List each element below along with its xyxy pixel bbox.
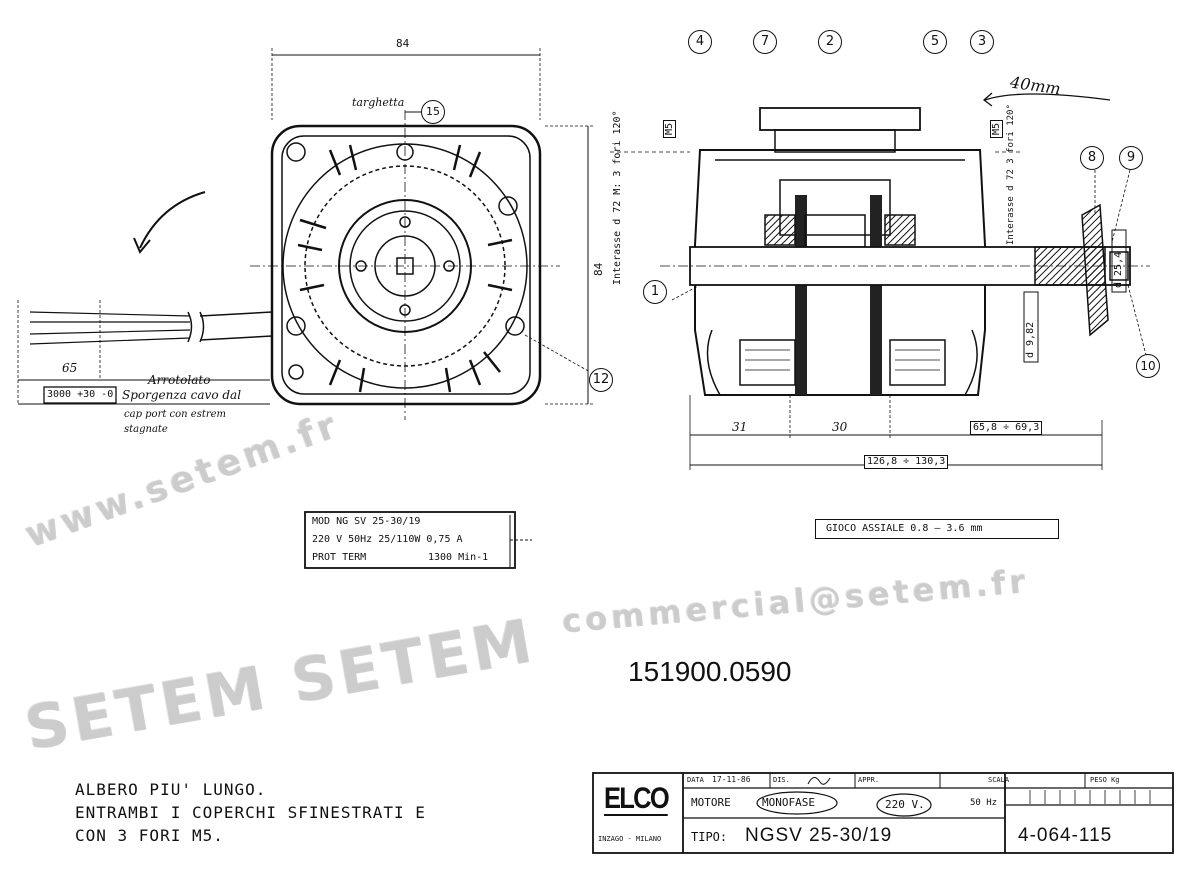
callout-3: 3 <box>970 30 994 54</box>
dim-65-8-69-3: 65,8 ÷ 69,3 <box>970 421 1043 435</box>
cable-note-3: cap port con estrem <box>124 409 227 420</box>
callout-12: 12 <box>589 368 613 392</box>
cable-length-dimension: 65 <box>62 361 78 375</box>
callout-7: 7 <box>753 30 777 54</box>
callout-1: 1 <box>643 280 667 304</box>
nameplate-protection: PROT TERM <box>312 552 367 563</box>
motor-front-view <box>17 48 595 420</box>
nameplate-speed: 1300 Min-1 <box>428 552 489 563</box>
cable-total-length: 3000 +30 -0 <box>47 389 114 400</box>
thread-left: M5 <box>663 119 676 138</box>
callout-10: 10 <box>1136 354 1160 378</box>
scale-label: SCALA <box>988 776 1010 784</box>
dim-total-length: 126,8 ÷ 130,3 <box>864 455 949 469</box>
title-block-frame <box>592 772 1174 854</box>
nameplate-model: MOD NG SV 25-30/19 <box>312 516 421 527</box>
weight-label: PESO Kg <box>1090 776 1120 784</box>
date-value: 17-11-86 <box>712 775 751 784</box>
brand-location: INZAGO - MILANO <box>598 835 662 843</box>
motor-label: MOTORE <box>691 796 731 809</box>
thread-right: M5 <box>990 119 1003 138</box>
drawing-number: 4-064-115 <box>1018 825 1113 846</box>
frequency-value: 50 Hz <box>970 798 998 808</box>
width-dimension: 84 <box>396 37 410 50</box>
phase-value: MONOFASE <box>762 796 815 809</box>
callout-15: 15 <box>421 100 445 124</box>
nameplate-label: targhetta <box>352 96 405 109</box>
dim-31: 31 <box>732 420 748 434</box>
callout-5: 5 <box>923 30 947 54</box>
callout-2: 2 <box>818 30 842 54</box>
note-line-1: ALBERO PIU' LUNGO. <box>75 780 267 799</box>
callout-8: 8 <box>1080 146 1104 170</box>
drawn-by-label: DIS. <box>773 776 790 784</box>
type-value: NGSV 25-30/19 <box>745 825 893 846</box>
cable-note-1: Arrotolato <box>148 373 211 387</box>
voltage-value: 220 V. <box>885 798 925 811</box>
dim-30: 30 <box>832 420 848 434</box>
callout-4: 4 <box>688 30 712 54</box>
date-label: DATA <box>687 776 704 784</box>
right-mounting-label: Interasse d 72 3 fori 120° <box>1006 104 1016 245</box>
part-number: 151900.0590 <box>628 656 792 687</box>
type-label: TIPO: <box>691 830 728 844</box>
shaft-diameter: d 9,82 <box>1025 321 1036 358</box>
cable-note-2: Sporgenza cavo dal <box>122 388 242 402</box>
motor-section-view <box>610 92 1150 470</box>
height-dimension: 84 <box>592 262 605 276</box>
note-line-2: ENTRAMBI I COPERCHI SFINESTRATI E <box>75 803 426 822</box>
left-mounting-label: Interasse d 72 M: 3 fori 120° <box>612 110 623 285</box>
elco-logo: ELCO <box>604 782 670 816</box>
hub-diameter: d 25,4 <box>1113 251 1124 288</box>
axial-play-note: GIOCO ASSIALE 0.8 — 3.6 mm <box>815 519 1059 539</box>
cable-note-4: stagnate <box>124 424 168 435</box>
nameplate-ratings: 220 V 50Hz 25/110W 0,75 A <box>312 534 463 545</box>
note-line-3: CON 3 FORI M5. <box>75 826 224 845</box>
approved-label: APPR. <box>858 776 880 784</box>
callout-9: 9 <box>1119 146 1143 170</box>
